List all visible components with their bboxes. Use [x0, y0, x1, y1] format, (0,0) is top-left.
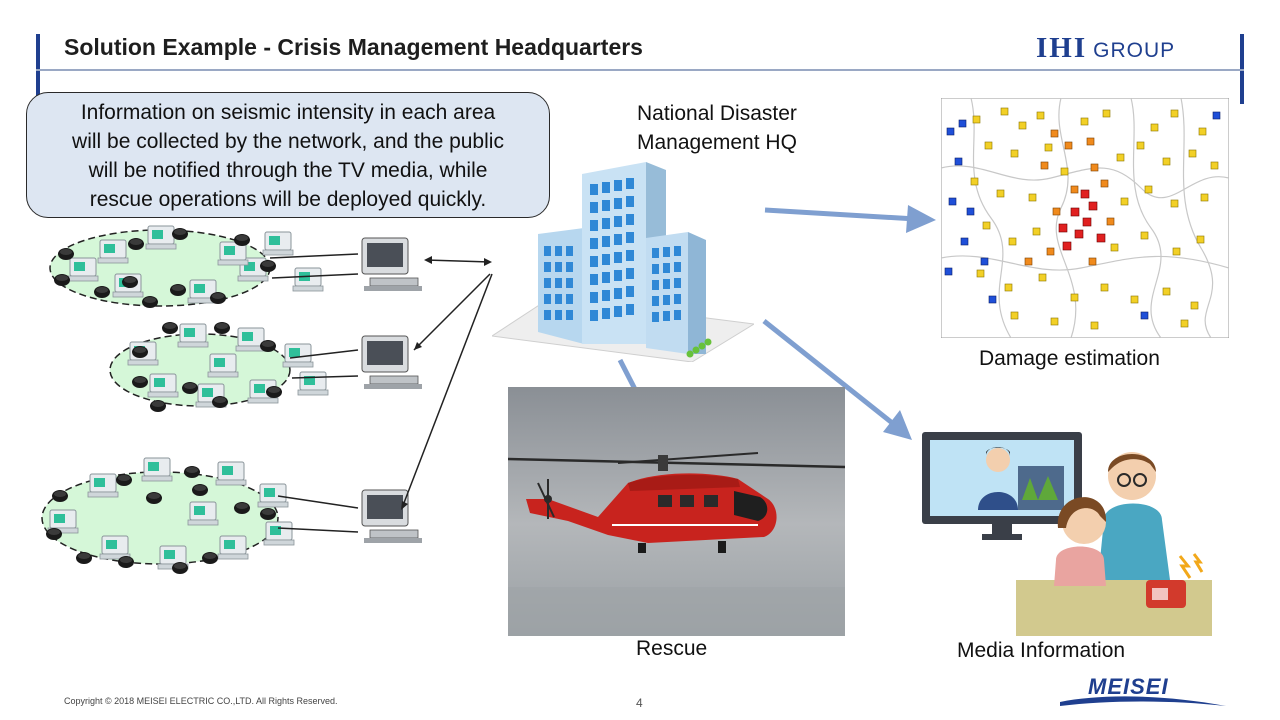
- media-information-label: Media Information: [957, 639, 1126, 662]
- arrow-to-media-head: [883, 410, 912, 440]
- copyright-notice: Copyright © 2018 MEISEI ELECTRIC CO.,LTD…: [64, 696, 338, 706]
- callout-line: rescue operations will be deployed quick…: [89, 188, 487, 211]
- rescue-helicopter-photo: [508, 387, 845, 636]
- hq-label: National Disaster Management HQ: [637, 99, 797, 157]
- title-accent-bar: [36, 34, 40, 96]
- title-divider: [36, 69, 1244, 71]
- arrow-to-damage-head: [906, 205, 936, 233]
- hq-building-icon: [492, 162, 754, 362]
- network-cluster-3: [41, 457, 423, 574]
- damage-estimation-label: Damage estimation: [979, 347, 1160, 370]
- damage-estimation-map: [941, 98, 1229, 338]
- ihi-group-text: GROUP: [1093, 39, 1176, 62]
- hq-label-line2: Management HQ: [637, 131, 797, 154]
- meisei-logo-text: MEISEI: [1088, 674, 1169, 699]
- description-callout: Information on seismic intensity in each…: [26, 92, 550, 218]
- page-number: 4: [636, 696, 643, 710]
- network-cluster-1: [49, 225, 423, 308]
- seismic-network-illustration: [41, 225, 493, 574]
- meisei-logo: MEISEI: [1060, 674, 1226, 706]
- ihi-logo-text: IHI: [1036, 32, 1088, 64]
- slide-title: Solution Example - Crisis Management Hea…: [64, 34, 643, 60]
- network-cluster-2: [109, 322, 423, 412]
- arrow-to-media: [762, 319, 898, 428]
- arrow-to-damage: [764, 207, 917, 222]
- media-information-illustration: [922, 432, 1212, 636]
- callout-line: will be collected by the network, and th…: [72, 130, 504, 153]
- hq-label-line1: National Disaster: [637, 102, 797, 125]
- rescue-label: Rescue: [636, 637, 708, 660]
- callout-line: will be notified through the TV media, w…: [88, 159, 488, 182]
- callout-line: Information on seismic intensity in each…: [80, 101, 496, 124]
